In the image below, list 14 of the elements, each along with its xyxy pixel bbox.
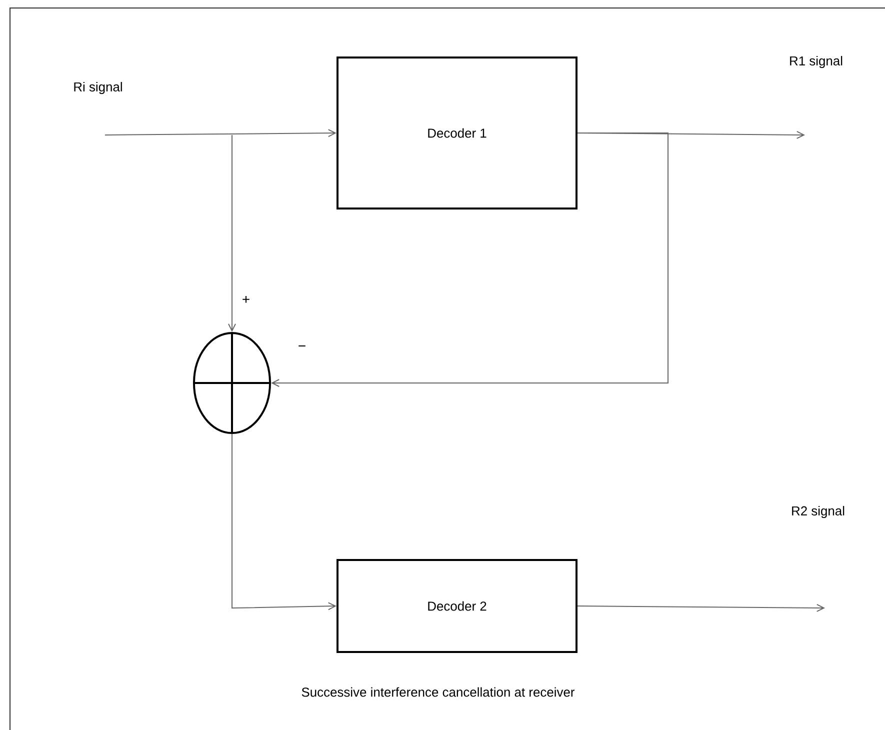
arrow xyxy=(228,134,236,332)
signal-label: R2 signal xyxy=(792,506,844,518)
arrow xyxy=(232,434,336,610)
signal-label: Ri signal xyxy=(74,82,122,94)
decoder-box: Decoder 2 xyxy=(336,559,578,653)
decoder-box: Decoder 1 xyxy=(336,56,578,210)
arrow xyxy=(577,604,826,612)
caption: Successive interference cancellation at receiver xyxy=(302,687,575,697)
summing-junction xyxy=(193,332,271,434)
sign-label: − xyxy=(298,345,306,346)
arrow xyxy=(271,132,668,387)
sign-label: + xyxy=(242,296,250,303)
signal-label: R1 signal xyxy=(790,56,842,68)
arrow xyxy=(104,129,336,138)
